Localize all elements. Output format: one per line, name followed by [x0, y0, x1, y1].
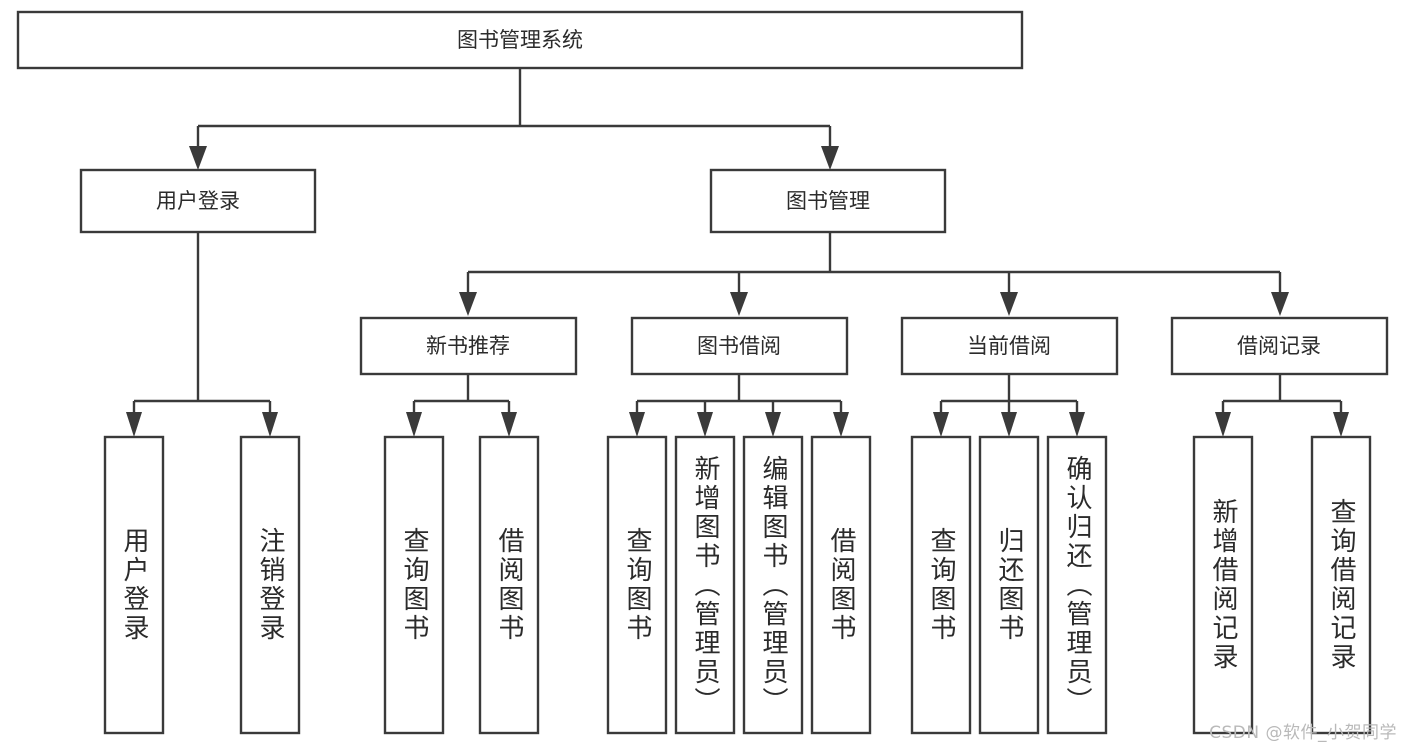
node-borrow-record-box[interactable]	[1170, 316, 1389, 376]
arrow-head-leaf-borrow-book-1	[501, 412, 517, 437]
leaf-box-query-book-3[interactable]	[910, 435, 972, 735]
arrow-head-book-management	[821, 146, 839, 170]
arrow-head-leaf-query-book-2	[629, 412, 645, 437]
leaf-box-borrow-book-2[interactable]	[810, 435, 872, 735]
node-new-book-recommend-box[interactable]	[359, 316, 578, 376]
arrow-head-leaf-query-book-3	[933, 412, 949, 437]
node-current-borrow-box[interactable]	[900, 316, 1119, 376]
leaf-box-edit-book[interactable]	[742, 435, 804, 735]
node-user-login[interactable]: 用户登录	[79, 168, 317, 234]
arrow-head-leaf-borrow-book-2	[833, 412, 849, 437]
leaf-box-return-book[interactable]	[978, 435, 1040, 735]
connector-group-root	[189, 68, 839, 170]
leaf-box-add-record[interactable]	[1192, 435, 1254, 735]
node-user-login-label: 用户登录	[156, 189, 240, 213]
connector-group-book-management	[459, 232, 1289, 316]
node-book-management[interactable]: 图书管理	[709, 168, 947, 234]
leaf-box-query-book-2[interactable]	[606, 435, 668, 735]
connector-group-borrow-record	[1215, 374, 1349, 437]
arrow-head-user-login	[189, 146, 207, 170]
connector-group-user-login	[126, 232, 278, 437]
arrow-head-new-book-recommend	[459, 292, 477, 316]
arrow-head-leaf-confirm-return	[1069, 412, 1085, 437]
connector-group-new-book-recommend	[406, 374, 517, 437]
node-root-box[interactable]	[16, 10, 1024, 70]
leaf-box-confirm-return[interactable]	[1046, 435, 1108, 735]
node-borrow-record[interactable]: 借阅记录	[1170, 316, 1389, 376]
arrow-head-book-borrow	[730, 292, 748, 316]
node-current-borrow[interactable]: 当前借阅	[900, 316, 1119, 376]
node-book-borrow-label: 图书借阅	[697, 334, 781, 358]
leaf-box-query-record[interactable]	[1310, 435, 1372, 735]
node-current-borrow-label: 当前借阅	[967, 334, 1051, 358]
leaf-box-borrow-book-1[interactable]	[478, 435, 540, 735]
arrow-head-leaf-user-login	[126, 412, 142, 437]
arrow-head-leaf-query-record	[1333, 412, 1349, 437]
arrow-head-current-borrow	[1000, 292, 1018, 316]
node-book-management-box[interactable]	[709, 168, 947, 234]
node-book-borrow[interactable]: 图书借阅	[630, 316, 849, 376]
node-book-management-label: 图书管理	[786, 189, 870, 213]
node-borrow-record-label: 借阅记录	[1237, 334, 1321, 358]
node-user-login-box[interactable]	[79, 168, 317, 234]
node-new-book-recommend-label: 新书推荐	[426, 334, 510, 358]
arrow-head-leaf-return-book	[1001, 412, 1017, 437]
leaf-box-logout-login[interactable]	[239, 435, 301, 735]
leaf-box-user-login[interactable]	[103, 435, 165, 735]
connector-group-current-borrow	[933, 374, 1085, 437]
connector-group-book-borrow	[629, 374, 849, 437]
node-root[interactable]: 图书管理系统	[16, 10, 1024, 70]
arrow-head-leaf-add-book	[697, 412, 713, 437]
node-book-borrow-box[interactable]	[630, 316, 849, 376]
leaf-box-query-book-1[interactable]	[383, 435, 445, 735]
arrow-head-leaf-query-book-1	[406, 412, 422, 437]
node-new-book-recommend[interactable]: 新书推荐	[359, 316, 578, 376]
leaf-box-add-book[interactable]	[674, 435, 736, 735]
arrow-head-leaf-add-record	[1215, 412, 1231, 437]
node-root-label: 图书管理系统	[457, 28, 583, 52]
arrow-head-borrow-record	[1271, 292, 1289, 316]
arrow-head-leaf-edit-book	[765, 412, 781, 437]
watermark-text: CSDN @软件_小贺同学	[1209, 723, 1397, 743]
arrow-head-leaf-logout-login	[262, 412, 278, 437]
